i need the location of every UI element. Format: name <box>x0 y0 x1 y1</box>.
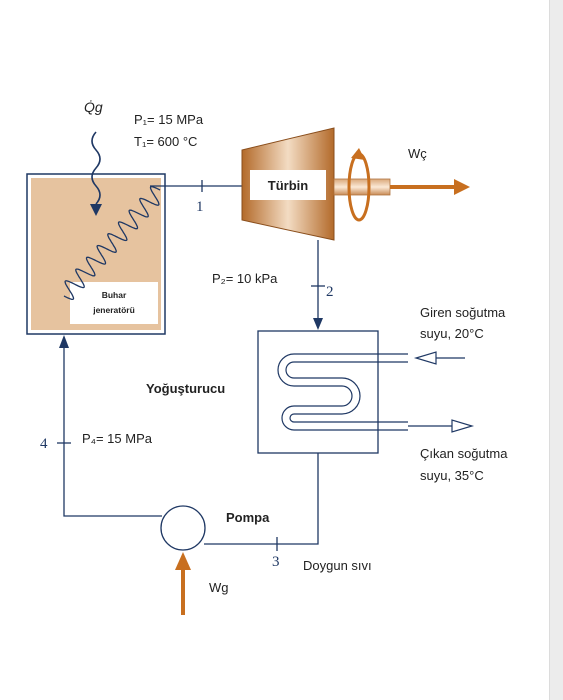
pump <box>160 505 206 551</box>
steam-generator: Buhar jeneratörü <box>26 173 166 335</box>
condenser <box>257 330 408 454</box>
pipe-state-4-arrow <box>59 335 69 348</box>
p4-label: P₄= 15 MPa <box>82 431 153 446</box>
cooling-out-label-1: Çıkan soğutma <box>420 446 508 461</box>
state-4-label: 4 <box>40 436 48 452</box>
pump-work-label: Wg <box>209 580 229 595</box>
steam-generator-label-line2: jeneratörü <box>92 305 135 315</box>
cooling-out-label-2: suyu, 35°C <box>420 468 484 483</box>
state-3-label: 3 <box>272 554 280 570</box>
steam-generator-label-line1: Buhar <box>102 290 127 300</box>
turbine-label-box <box>250 170 326 200</box>
turbine-shaft <box>333 148 470 222</box>
cooling-water-in-arrow <box>413 351 437 365</box>
heat-input-arrow <box>90 131 102 216</box>
heating-coil <box>63 185 161 301</box>
heat-input-symbol: Q̇g <box>84 99 103 115</box>
condenser-label: Yoğuşturucu <box>146 381 225 396</box>
steam-generator-label-box <box>70 282 158 324</box>
t1-label: T₁= 600 °C <box>134 134 197 149</box>
pipe-state-3 <box>204 453 319 545</box>
cooling-in-label-2: suyu, 20°C <box>420 326 484 341</box>
turbine-label: Türbin <box>268 178 308 193</box>
state-2-label: 2 <box>326 284 334 300</box>
state-1-label: 1 <box>196 199 204 215</box>
turbine: Türbin <box>241 127 335 241</box>
cooling-water-out-arrow <box>451 419 475 433</box>
saturated-liquid-label: Doygun sıvı <box>303 558 372 573</box>
pipe-state-2-arrow <box>313 318 323 330</box>
turbine-work-label: Wç <box>408 146 427 161</box>
pump-label: Pompa <box>226 510 270 525</box>
p2-label: P₂= 10 kPa <box>212 271 278 286</box>
rankine-cycle-diagram: Buhar jeneratörü Q̇g P₁= 15 MPa T₁= 600 … <box>26 99 508 615</box>
p1-label: P₁= 15 MPa <box>134 112 204 127</box>
cooling-in-label-1: Giren soğutma <box>420 305 506 320</box>
pipe-state-4 <box>63 342 162 517</box>
scrollbar[interactable] <box>549 0 563 700</box>
condenser-coil <box>277 353 408 431</box>
pump-work-arrow <box>175 552 191 615</box>
